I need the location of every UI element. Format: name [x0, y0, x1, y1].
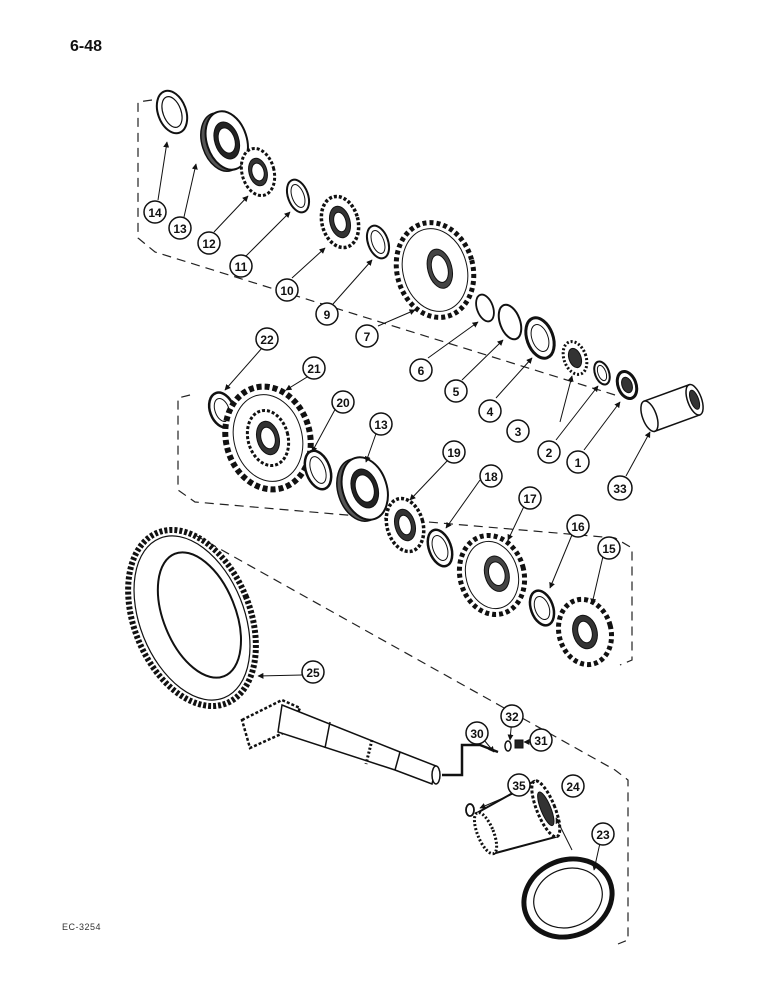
- gear-15: [555, 596, 615, 668]
- gear-7: [393, 220, 477, 320]
- parts: [125, 89, 704, 940]
- upper-group-outline: [137, 99, 616, 396]
- callout-35: 35: [507, 773, 531, 797]
- callout-17: 17: [518, 486, 542, 510]
- svg-text:23: 23: [596, 828, 610, 842]
- callout-1: 1: [566, 450, 590, 474]
- fitting-31: [514, 739, 524, 749]
- callout-19: 19: [442, 440, 466, 464]
- svg-text:21: 21: [307, 362, 321, 376]
- pinion-shaft-25: [240, 698, 441, 786]
- svg-text:15: 15: [602, 542, 616, 556]
- callout-5: 5: [444, 379, 468, 403]
- callout-15: 15: [597, 536, 621, 560]
- callout-21: 21: [302, 356, 326, 380]
- svg-text:19: 19: [447, 446, 461, 460]
- snap-ring-6: [475, 293, 495, 323]
- callout-22: 22: [255, 327, 279, 351]
- svg-text:25: 25: [306, 666, 320, 680]
- callout-7: 7: [355, 324, 379, 348]
- callout-9: 9: [315, 302, 339, 326]
- synchronizer-13-middle: [336, 456, 389, 522]
- svg-text:18: 18: [484, 470, 498, 484]
- svg-text:13: 13: [374, 418, 388, 432]
- callout-32: 32: [500, 704, 524, 728]
- svg-text:32: 32: [505, 710, 519, 724]
- callout-11: 11: [229, 254, 253, 278]
- callout-23: 23: [591, 822, 615, 846]
- bearing-cup-4: [524, 316, 556, 360]
- svg-text:2: 2: [546, 446, 553, 460]
- washer-2: [593, 360, 611, 386]
- svg-text:20: 20: [336, 396, 350, 410]
- callout-24: 24: [561, 774, 585, 798]
- svg-text:9: 9: [324, 308, 331, 322]
- washer-11: [285, 178, 311, 214]
- ring-gear-25: [125, 526, 259, 710]
- gear-21: [222, 383, 314, 493]
- washer-18: [426, 528, 454, 568]
- drawing-code: EC-3254: [62, 922, 102, 932]
- svg-text:24: 24: [566, 780, 580, 794]
- svg-text:22: 22: [260, 333, 274, 347]
- svg-text:17: 17: [523, 492, 537, 506]
- callout-10: 10: [275, 278, 299, 302]
- svg-text:31: 31: [534, 734, 548, 748]
- leader-arrows: [157, 141, 651, 871]
- svg-text:10: 10: [280, 284, 294, 298]
- callout-20: 20: [331, 390, 355, 414]
- callout-3: 3: [506, 419, 530, 443]
- svg-text:5: 5: [453, 385, 460, 399]
- svg-text:6: 6: [418, 364, 425, 378]
- callout-25: 25: [301, 660, 325, 684]
- callout-12: 12: [197, 231, 221, 255]
- svg-text:1: 1: [575, 456, 582, 470]
- callout-4: 4: [478, 399, 502, 423]
- callout-13-middle: 13: [369, 412, 393, 436]
- svg-text:16: 16: [571, 520, 585, 534]
- synchronizer-13-upper: [200, 110, 249, 172]
- callout-14: 14: [143, 200, 167, 224]
- svg-text:35: 35: [512, 779, 526, 793]
- gear-10: [319, 194, 361, 250]
- gear-17: [456, 532, 528, 618]
- svg-text:12: 12: [202, 237, 216, 251]
- bearing-cup-23: [521, 856, 615, 940]
- callout-31: 31: [529, 728, 553, 752]
- o-ring-35: [465, 803, 475, 817]
- callout-18: 18: [479, 464, 503, 488]
- gear-12: [239, 146, 277, 198]
- callout-33: 33: [607, 475, 633, 501]
- callout-30: 30: [465, 721, 489, 745]
- washer-16: [528, 589, 556, 627]
- svg-text:14: 14: [148, 206, 162, 220]
- roller-bearing-3: [561, 340, 589, 376]
- bearing-1: [615, 369, 639, 401]
- callout-13: 13: [168, 216, 192, 240]
- callout-6: 6: [409, 358, 433, 382]
- svg-text:33: 33: [613, 482, 627, 496]
- page-number: 6-48: [70, 38, 103, 55]
- ring-32: [504, 740, 512, 752]
- washer-9: [365, 224, 391, 260]
- lower-group-outline: [194, 534, 629, 945]
- washer-14: [155, 89, 189, 135]
- callout-16: 16: [566, 514, 590, 538]
- svg-text:3: 3: [515, 425, 522, 439]
- sleeve-33: [640, 383, 704, 433]
- tube-30: [442, 743, 499, 777]
- washer-20: [303, 449, 333, 491]
- callout-2: 2: [537, 440, 561, 464]
- ring-5: [497, 303, 523, 341]
- svg-text:13: 13: [173, 222, 187, 236]
- svg-text:4: 4: [487, 405, 494, 419]
- svg-text:11: 11: [235, 260, 248, 274]
- svg-text:7: 7: [364, 330, 371, 344]
- svg-text:30: 30: [470, 727, 484, 741]
- gear-19: [384, 496, 426, 554]
